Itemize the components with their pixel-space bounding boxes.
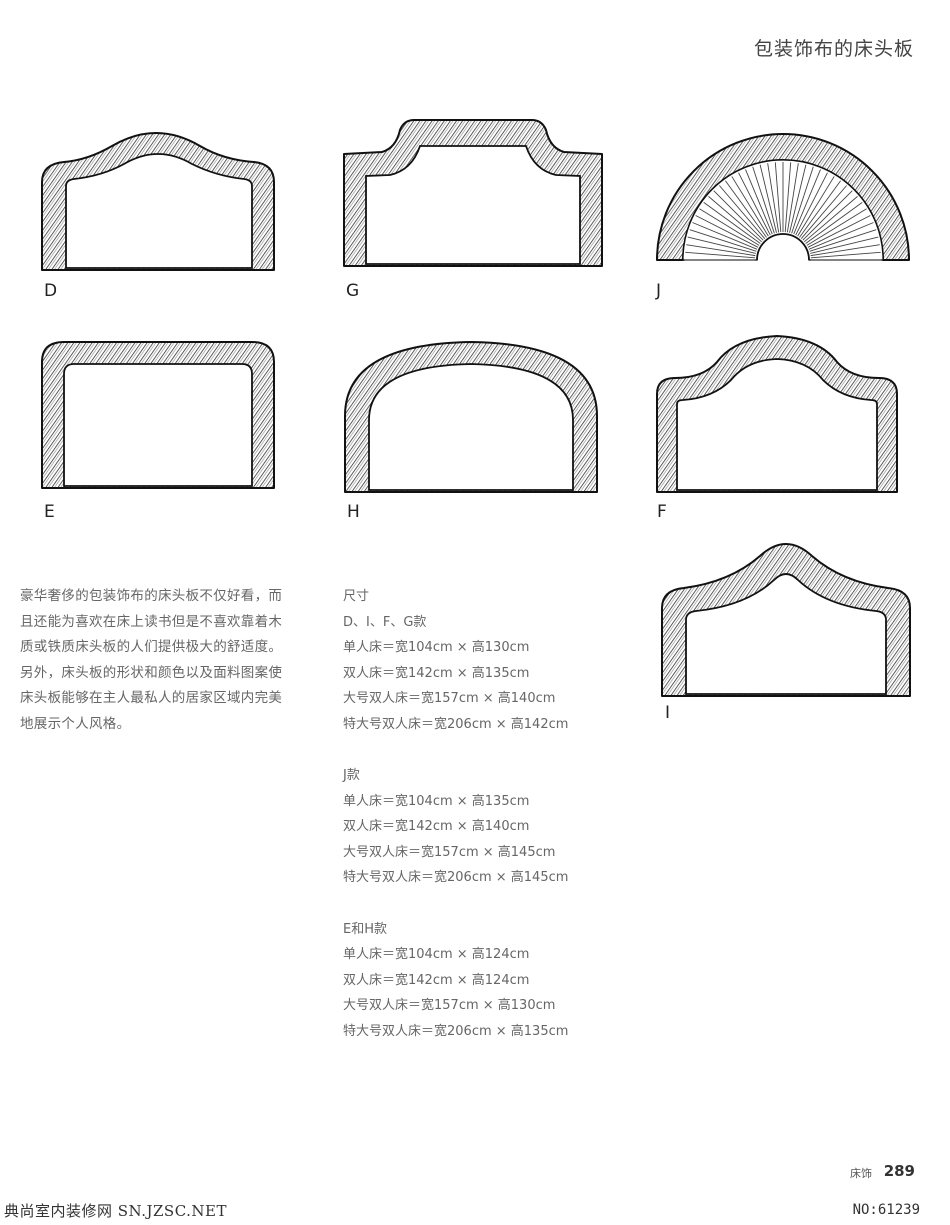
headboard-i-drawing (660, 536, 912, 698)
specs-block: 尺寸 D、I、F、G款 单人床＝宽104cm × 高130cm 双人床＝宽142… (343, 584, 623, 1070)
page-title: 包装饰布的床头板 (753, 38, 914, 60)
spec-line: 大号双人床＝宽157cm × 高140cm (343, 691, 556, 706)
headboard-g-label: G (346, 281, 360, 301)
watermark-number: NO:61239 (852, 1202, 920, 1218)
headboard-d-drawing (40, 120, 276, 272)
spec-line: 单人床＝宽104cm × 高124cm (343, 947, 530, 962)
headboard-j-drawing (655, 118, 911, 264)
headboard-j-label: J (656, 281, 662, 301)
headboard-f-drawing (655, 334, 899, 494)
headboard-i-label: I (665, 703, 671, 723)
spec-group-dfig: D、I、F、G款 单人床＝宽104cm × 高130cm 双人床＝宽142cm … (343, 610, 623, 738)
spec-line: 单人床＝宽104cm × 高135cm (343, 793, 530, 809)
headboard-h-label: H (347, 502, 360, 522)
intro-paragraph: 豪华奢侈的包装饰布的床头板不仅好看，而且还能为喜欢在床上读书但是不喜欢靠着木质或… (20, 588, 283, 732)
spec-line: 特大号双人床＝宽206cm × 高142cm (343, 716, 569, 732)
specs-heading: 尺寸 (343, 589, 370, 604)
spec-line: 双人床＝宽142cm × 高135cm (343, 665, 530, 681)
spec-line: 大号双人床＝宽157cm × 高145cm (343, 844, 556, 860)
spec-line: 双人床＝宽142cm × 高124cm (343, 972, 530, 988)
headboard-g-drawing (342, 118, 604, 268)
spec-group-eh: E和H款 单人床＝宽104cm × 高124cm 双人床＝宽142cm × 高1… (343, 917, 623, 1045)
spec-line: 特大号双人床＝宽206cm × 高145cm (343, 870, 569, 885)
headboard-e-drawing (40, 338, 276, 490)
spec-line: 单人床＝宽104cm × 高130cm (343, 640, 530, 655)
headboard-h-drawing (343, 338, 599, 494)
page-number: 289 (883, 1162, 915, 1180)
headboard-f-label: F (657, 502, 667, 522)
spec-line: 特大号双人床＝宽206cm × 高135cm (343, 1023, 569, 1039)
footer-section-label: 床饰 (850, 1167, 872, 1180)
watermark-site: 典尚室内装修网 SN.JZSC.NET (4, 1202, 227, 1220)
spec-group-j: J款 单人床＝宽104cm × 高135cm 双人床＝宽142cm × 高140… (343, 763, 623, 891)
spec-group-title: J款 (343, 768, 360, 783)
spec-line: 双人床＝宽142cm × 高140cm (343, 819, 530, 834)
spec-group-title: D、I、F、G款 (343, 614, 427, 630)
headboard-d-label: D (44, 281, 58, 301)
spec-line: 大号双人床＝宽157cm × 高130cm (343, 998, 556, 1013)
spec-group-title: E和H款 (343, 921, 387, 937)
headboard-e-label: E (44, 502, 55, 522)
